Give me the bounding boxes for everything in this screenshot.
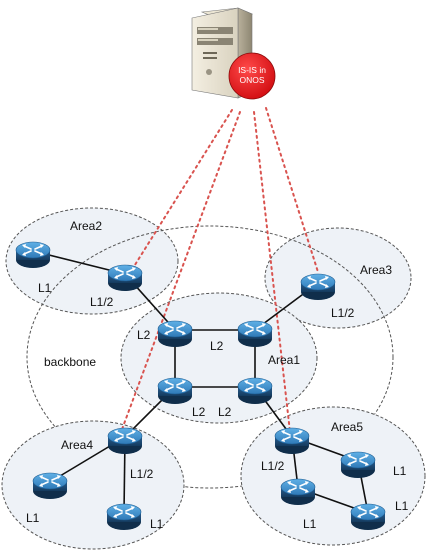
area4-l12-label: L1/2: [130, 467, 154, 481]
router-area4-l12-icon: [107, 427, 143, 455]
bb-top-left-l2-label: L2: [137, 328, 151, 342]
router-area4-bottom-icon: [106, 503, 142, 531]
area4-bottom-l1-label: L1: [150, 517, 164, 531]
router-area5-bottom-icon: [280, 478, 316, 506]
router-area5-bottom-right-icon: [350, 503, 386, 531]
bb-bottom-left-l2-label: L2: [192, 405, 206, 419]
area3-l12-label: L1/2: [331, 306, 355, 320]
area3-region: [264, 227, 412, 329]
area1-label: Area1: [268, 353, 300, 367]
area5-l12-label: L1/2: [261, 459, 285, 473]
router-area2-l1-icon: [15, 241, 51, 269]
badge-line1: IS-IS in: [238, 65, 266, 75]
area2-l1-label: L1: [38, 281, 52, 295]
isis-onos-badge: IS-IS in ONOS: [228, 52, 276, 100]
area2-l12-label: L1/2: [90, 295, 114, 309]
area-labels: Area2 Area3 Area1 Area4 Area5 backbone: [44, 219, 392, 452]
router-labels: L1 L1/2 L1/2 L2 L2 L2 L2 L1/2 L1 L1 L1/2…: [26, 281, 409, 531]
router-bb-bottom-left-icon: [157, 377, 193, 405]
area5-bottom-l1-label: L1: [303, 517, 317, 531]
onos-link-2: [120, 111, 241, 433]
router-area3-l12-icon: [300, 273, 336, 301]
onos-link-1: [132, 109, 233, 269]
onos-link-3: [253, 111, 291, 433]
router-bb-top-left-icon: [157, 320, 193, 348]
router-area4-left-icon: [32, 472, 68, 500]
router-area5-l12-icon: [274, 427, 310, 455]
area5-right-top-l1-label: L1: [393, 464, 407, 478]
bb-bottom-right-l2-label: L2: [218, 405, 232, 419]
area5-label: Area5: [331, 420, 363, 434]
server-icon: [191, 7, 254, 99]
area4-left-l1-label: L1: [26, 511, 40, 525]
backbone-label: backbone: [44, 355, 96, 369]
onos-link-4: [265, 107, 319, 273]
router-bb-top-right-icon: [237, 320, 273, 348]
router-area5-right-top-icon: [340, 451, 376, 479]
onos-links: [120, 107, 319, 433]
area4-label: Area4: [61, 438, 93, 452]
router-bb-bottom-right-icon: [237, 377, 273, 405]
area3-label: Area3: [360, 263, 392, 277]
backbone-region: [26, 225, 394, 489]
badge-line2: ONOS: [239, 75, 264, 85]
area5-bottom-right-l1-label: L1: [395, 499, 409, 513]
bb-top-mid-l2-label: L2: [210, 339, 224, 353]
router-area2-l12-icon: [107, 264, 143, 292]
area2-label: Area2: [70, 219, 102, 233]
